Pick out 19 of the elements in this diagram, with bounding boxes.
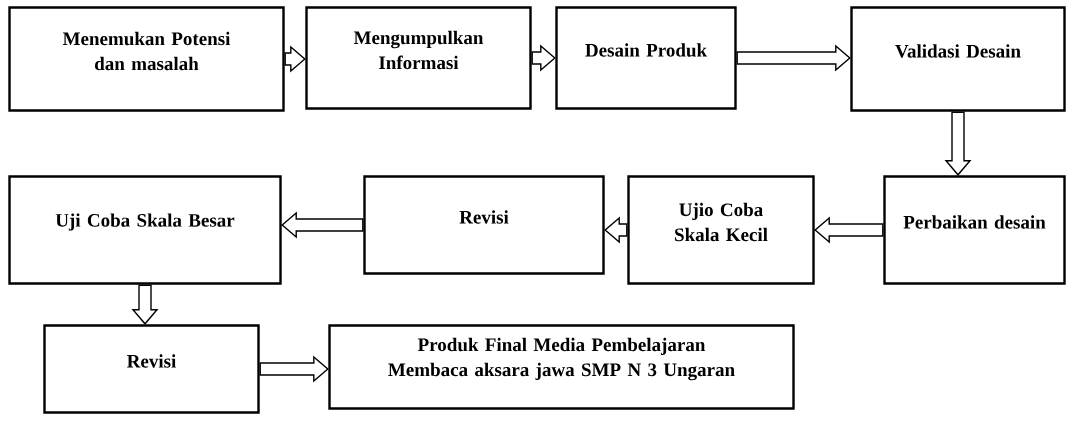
block-arrow bbox=[531, 44, 556, 72]
block-arrow bbox=[604, 216, 628, 244]
process-box: Revisi bbox=[363, 175, 605, 275]
process-box: Mengumpulkan Informasi bbox=[305, 6, 532, 110]
block-arrow bbox=[259, 355, 329, 383]
process-box: Produk Final Media Pembelajaran Membaca aksara jawa SMP N 3 Ungaran bbox=[328, 324, 795, 410]
block-arrow bbox=[736, 44, 851, 72]
block-arrow bbox=[284, 45, 306, 73]
process-box: Menemukan Potensi dan masalah bbox=[8, 6, 285, 112]
process-box: Revisi bbox=[43, 324, 260, 414]
process-box: Desain Produk bbox=[555, 6, 737, 110]
block-arrow bbox=[131, 284, 159, 325]
block-arrow bbox=[814, 216, 884, 244]
process-box: Perbaikan desain bbox=[883, 175, 1066, 285]
process-box: Uji Coba Skala Besar bbox=[8, 175, 282, 285]
process-box: Validasi Desain bbox=[850, 6, 1066, 112]
process-box: Ujio Coba Skala Kecil bbox=[627, 175, 815, 285]
block-arrow bbox=[281, 211, 364, 239]
block-arrow bbox=[944, 111, 972, 176]
